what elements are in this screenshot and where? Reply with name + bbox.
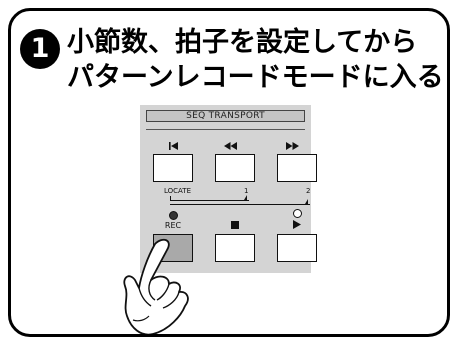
panel-divider — [146, 129, 305, 130]
step-number-badge: 1 — [20, 29, 60, 69]
locate-1-label: 1 — [244, 187, 249, 195]
rewind-icon — [210, 142, 250, 153]
locate-bracket-long — [170, 200, 310, 205]
rec-label: REC — [164, 221, 182, 230]
skip-back-icon — [153, 142, 193, 153]
instruction-title: 小節数、拍子を設定してから パターンレコードモードに入る — [67, 25, 444, 95]
locate-1-button[interactable] — [215, 154, 255, 182]
instruction-card: 1 小節数、拍子を設定してから パターンレコードモードに入る SEQ TRANS… — [8, 8, 450, 337]
play-button[interactable] — [277, 234, 317, 262]
locate-button[interactable] — [153, 154, 193, 182]
title-line-2: パターンレコードモードに入る — [67, 62, 444, 93]
locate-2-button[interactable] — [277, 154, 317, 182]
locate-2-label: 2 — [306, 187, 311, 195]
led-off-icon — [293, 209, 302, 218]
locate-label: LOCATE — [164, 187, 191, 195]
locate-1-indicator — [244, 195, 247, 200]
led-on-icon — [169, 211, 178, 220]
stop-button[interactable] — [215, 234, 255, 262]
pointing-hand-icon — [123, 238, 189, 334]
fast-forward-icon — [272, 142, 312, 153]
locate-2-indicator — [305, 199, 308, 204]
locate-bracket — [170, 196, 249, 201]
stop-icon — [215, 221, 255, 232]
panel-header: SEQ TRANSPORT — [146, 110, 305, 122]
play-icon — [277, 220, 317, 232]
instruction-header: 1 小節数、拍子を設定してから パターンレコードモードに入る — [11, 11, 447, 107]
title-line-1: 小節数、拍子を設定してから — [67, 27, 418, 58]
